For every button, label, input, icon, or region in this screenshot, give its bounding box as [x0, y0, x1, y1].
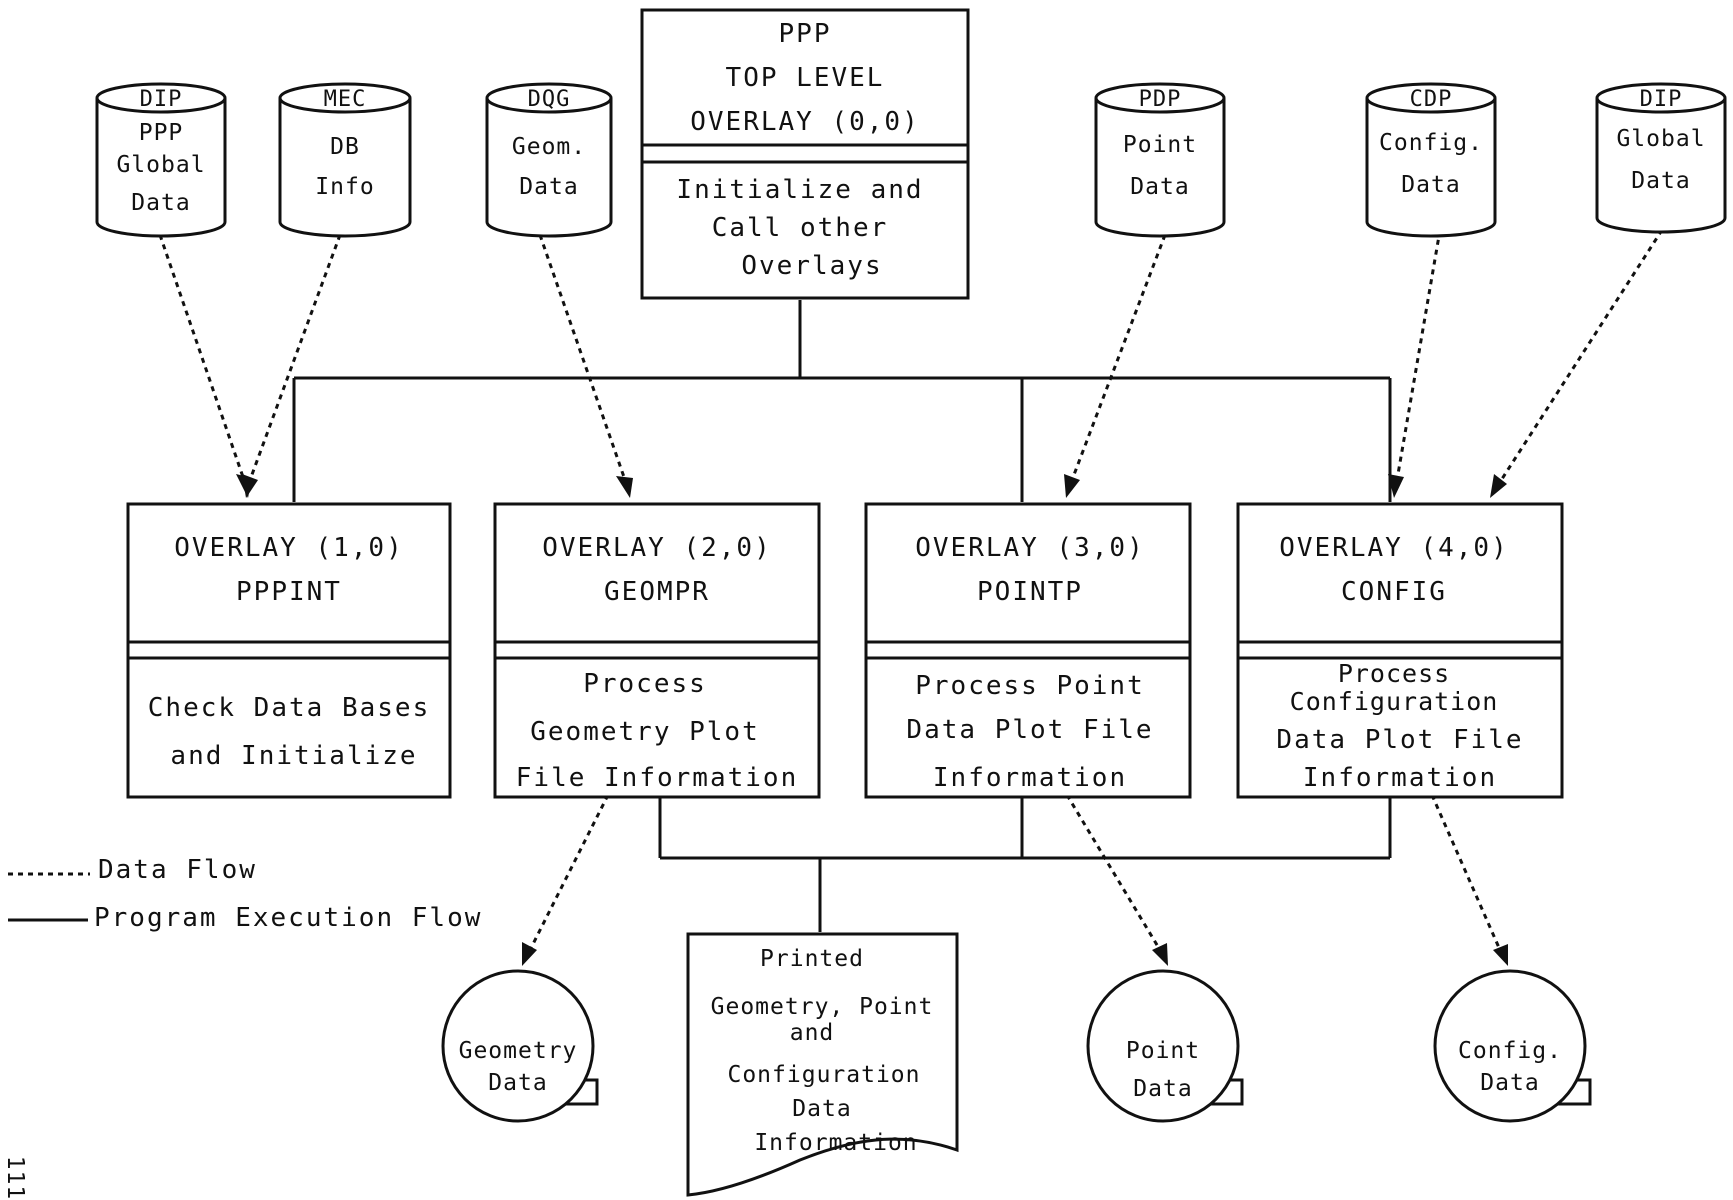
output-label-line: Data	[1133, 1076, 1192, 1102]
database-label-line: Config.	[1379, 130, 1483, 156]
database-label-line: PPP	[139, 120, 184, 146]
database-label-line: Geom.	[512, 134, 586, 160]
database-label-line: DB	[330, 134, 360, 160]
database-label-line: Data	[1130, 174, 1189, 200]
overlay-body-line: Process	[583, 669, 707, 699]
database-tag: CDP	[1410, 87, 1453, 112]
output-reel-point-data: Point Data	[1086, 969, 1244, 1123]
database-label-line: Point	[1123, 132, 1197, 158]
legend-data-flow-label: Data Flow	[98, 855, 257, 885]
overlay-title-line: OVERLAY (2,0)	[542, 533, 772, 563]
printed-label-line: Data	[792, 1096, 851, 1122]
database-cdp-config-data: CDP Config. Data	[1365, 82, 1497, 238]
overlay-body-line: Data Plot File	[1276, 725, 1523, 755]
database-label-line: Info	[315, 174, 374, 200]
printed-label-line: Printed	[760, 946, 864, 972]
overlay-body-line: Information	[1303, 763, 1497, 793]
execution-flow-lines	[292, 300, 1392, 932]
output-label-line: Geometry	[459, 1038, 578, 1064]
database-tag: PDP	[1139, 87, 1182, 112]
output-label-line: Point	[1126, 1038, 1200, 1064]
output-reel-geometry-data: Geometry Data	[441, 969, 599, 1123]
database-pdp-point-data: PDP Point Data	[1094, 82, 1226, 238]
database-dip-ppp-global: DIP PPP Global Data	[95, 82, 227, 238]
database-label-line: Global	[116, 152, 205, 178]
overlay-box-4-config: OVERLAY (4,0) CONFIG Process Configurati…	[1236, 502, 1564, 799]
page-number-mark: 111	[2, 1156, 28, 1200]
overlay-title-line: OVERLAY (4,0)	[1279, 533, 1509, 563]
overlay-box-1-pppint: OVERLAY (1,0) PPPINT Check Data Bases an…	[126, 502, 452, 799]
top-body-line-1: Initialize and	[676, 175, 923, 205]
overlay-title-line: GEOMPR	[604, 577, 710, 607]
top-title-line-2: TOP LEVEL	[726, 63, 885, 93]
overlay-body-line: Configuration	[1290, 687, 1499, 716]
top-body-line-2: Call other	[712, 213, 889, 243]
overlay-body-line: Geometry Plot	[530, 717, 760, 747]
printed-label-line: and	[790, 1020, 835, 1046]
database-tag: DIP	[140, 87, 183, 112]
legend-execution-flow-label: Program Execution Flow	[94, 903, 482, 933]
database-label-line: Data	[1631, 168, 1690, 194]
overlay-box-3-pointp: OVERLAY (3,0) POINTP Process Point Data …	[864, 502, 1192, 799]
printed-report-document: Printed Geometry, Point and Configuratio…	[686, 932, 959, 1197]
overlay-title-line: POINTP	[977, 577, 1083, 607]
top-level-overlay-box: PPP TOP LEVEL OVERLAY (0,0) Initialize a…	[640, 8, 970, 300]
database-dqg-geom-data: DQG Geom. Data	[485, 82, 613, 238]
database-label-line: Data	[1401, 172, 1460, 198]
database-tag: DQG	[528, 87, 571, 112]
overlay-title-line: PPPINT	[236, 577, 342, 607]
overlay-body-line: Process	[1338, 659, 1450, 688]
database-dip-global-data: DIP Global Data	[1595, 82, 1727, 234]
top-title-line-3: OVERLAY (0,0)	[690, 107, 920, 137]
printed-label-line: Information	[754, 1130, 917, 1156]
database-tag: DIP	[1640, 87, 1683, 112]
overlay-title-line: OVERLAY (1,0)	[174, 533, 404, 563]
output-reel-config-data: Config. Data	[1433, 969, 1592, 1123]
overlay-body-line: Information	[933, 763, 1127, 793]
database-label-line: Global	[1616, 126, 1705, 152]
output-label-line: Data	[488, 1070, 547, 1096]
overlay-title-line: CONFIG	[1341, 577, 1447, 607]
overlay-body-line: Data Plot File	[906, 715, 1153, 745]
overlay-body-line: and Initialize	[170, 741, 417, 771]
overlay-title-line: OVERLAY (3,0)	[915, 533, 1145, 563]
database-mec-db-info: MEC DB Info	[278, 82, 412, 238]
data-flow-arrows	[158, 229, 1664, 966]
legend: Data Flow Program Execution Flow	[8, 855, 482, 933]
printed-label-line: Configuration	[727, 1062, 920, 1088]
overlay-box-2-geompr: OVERLAY (2,0) GEOMPR Process Geometry Pl…	[493, 502, 821, 799]
printed-label-line: Geometry, Point	[711, 994, 934, 1020]
top-body-line-3: Overlays	[741, 251, 882, 281]
overlay-body-line: Check Data Bases	[148, 693, 430, 723]
overlay-body-line: Process Point	[915, 671, 1145, 701]
database-tag: MEC	[324, 87, 367, 112]
database-label-line: Data	[519, 174, 578, 200]
output-label-line: Data	[1480, 1070, 1539, 1096]
overlay-body-line: File Information	[516, 763, 798, 793]
top-title-line-1: PPP	[779, 19, 832, 49]
database-label-line: Data	[131, 190, 190, 216]
output-label-line: Config.	[1458, 1038, 1562, 1064]
